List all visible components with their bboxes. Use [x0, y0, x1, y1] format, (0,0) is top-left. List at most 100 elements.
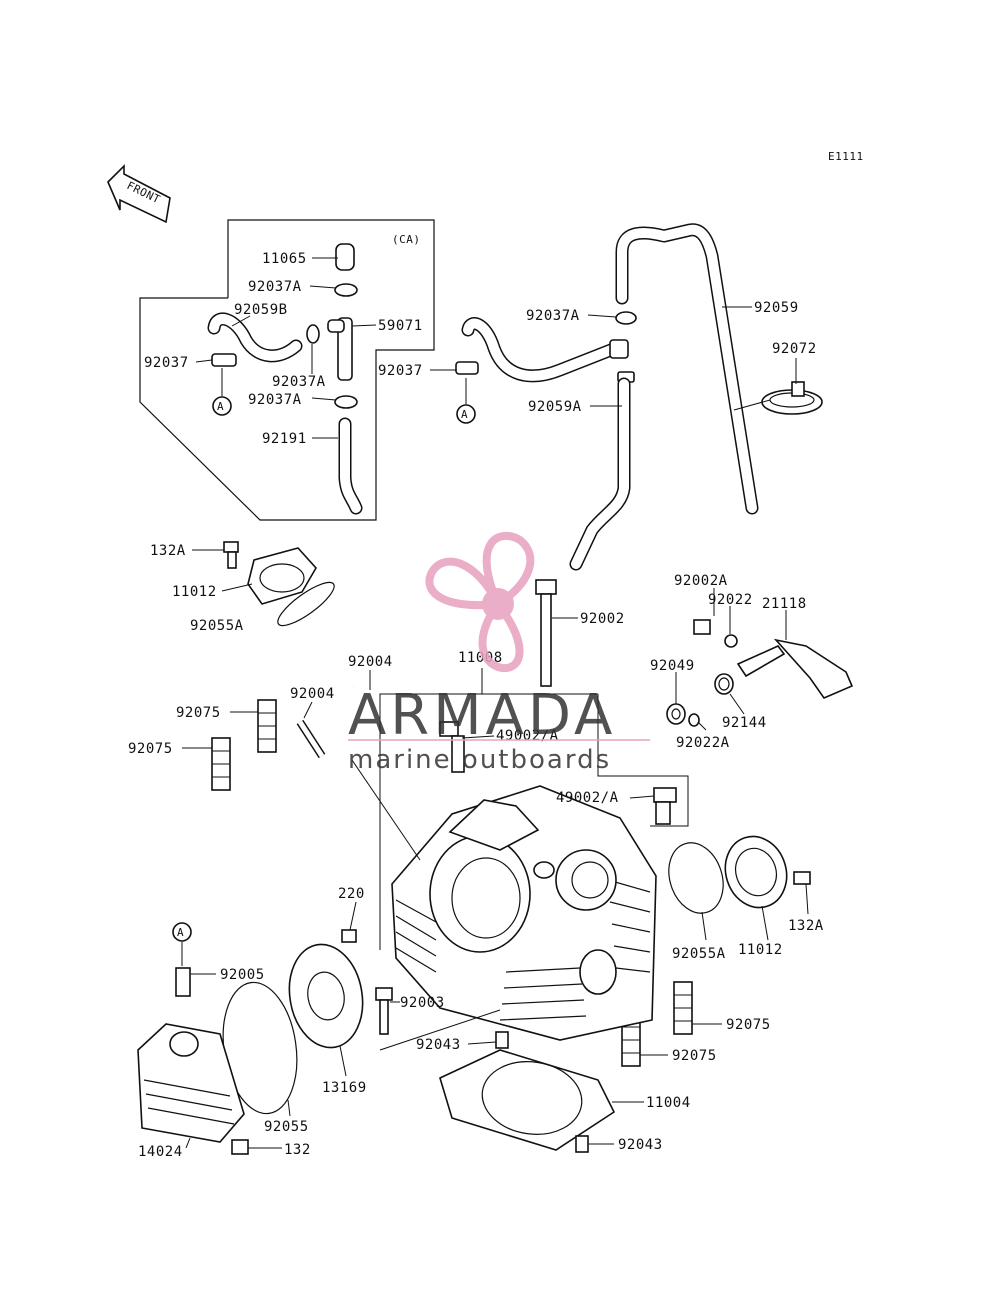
- label-11012-1: 11012: [172, 584, 217, 600]
- damper-92075-1: [257, 699, 277, 753]
- oring-92055a-lower: [668, 842, 724, 914]
- label-92055: 92055: [264, 1119, 309, 1135]
- label-132a-1: 132A: [150, 543, 186, 559]
- bolt-132a-upper: [223, 541, 239, 569]
- label-92049: 92049: [650, 658, 695, 674]
- label-59071: 59071: [378, 318, 423, 334]
- label-13169: 13169: [322, 1080, 367, 1096]
- svg-text:A: A: [217, 400, 224, 413]
- label-92037a-3: 92037A: [248, 392, 302, 408]
- stud-92004-lower: [296, 719, 326, 759]
- bolt-132a-lower: [793, 871, 811, 885]
- clamp-92037a-lower: [334, 395, 358, 409]
- label-92037-1: 92037: [144, 355, 189, 371]
- cover-11012-lower: [724, 835, 788, 909]
- stud-92004-upper: [352, 684, 390, 730]
- cap-11065: [335, 243, 355, 271]
- cover-11012-upper: [247, 547, 317, 605]
- label-11012-2: 11012: [738, 942, 783, 958]
- bolt-92002a: [693, 619, 711, 635]
- leader-lines: [182, 257, 809, 1149]
- label-92075-1: 92075: [176, 705, 221, 721]
- label-92005: 92005: [220, 967, 265, 983]
- washer-92022a: [688, 713, 700, 727]
- lever-21118: [736, 638, 854, 699]
- hose-92037-right: [461, 317, 623, 383]
- damper-92075-3: [673, 981, 693, 1035]
- label-92072: 92072: [772, 341, 817, 357]
- spring-92144: [714, 673, 734, 695]
- valve-guide-49002a-2: [653, 787, 677, 825]
- ca-kit-outline: [139, 219, 435, 521]
- watermark-tagline: marine outboards: [348, 745, 611, 775]
- bolt-92003: [375, 987, 393, 1035]
- plate-13169: [288, 943, 364, 1049]
- label-92002: 92002: [580, 611, 625, 627]
- plug-92005: [175, 967, 191, 997]
- label-92022: 92022: [708, 592, 753, 608]
- label-92043-1: 92043: [416, 1037, 461, 1053]
- propeller-logo-icon: [425, 531, 535, 673]
- label-14024: 14024: [138, 1144, 183, 1160]
- label-92075-4: 92075: [672, 1048, 717, 1064]
- leader-valve-frame: [597, 694, 689, 827]
- clamp-92037a-upper: [334, 283, 358, 297]
- label-92075-3: 92075: [726, 1017, 771, 1033]
- ref-circle-a-1: A: [212, 368, 232, 416]
- label-92037a-2: 92037A: [272, 374, 326, 390]
- band-92072: [761, 381, 823, 415]
- cover-14024: [137, 1023, 245, 1143]
- cylinder-head-11008: [391, 785, 657, 1041]
- label-92003: 92003: [400, 995, 445, 1011]
- ref-circle-a-3: A: [172, 922, 192, 966]
- hose-92059b: [207, 312, 303, 363]
- ref-circle-a-2: A: [456, 378, 476, 424]
- damper-92075-2: [211, 737, 231, 791]
- label-92037a-4: 92037A: [526, 308, 580, 324]
- clamp-92037a-mid: [306, 324, 320, 344]
- svg-text:A: A: [461, 408, 468, 421]
- joint-tee: [609, 339, 635, 383]
- hose-92059a: [569, 377, 631, 571]
- label-92144: 92144: [722, 715, 767, 731]
- label-92037-2: 92037: [378, 363, 423, 379]
- clamp-92037-right: [455, 361, 479, 375]
- clamp-92037a-right: [615, 311, 637, 325]
- dowel-92043-lower: [575, 1135, 589, 1153]
- washer-92022: [724, 634, 738, 648]
- fitting-59071: [327, 317, 353, 381]
- label-92004-2: 92004: [290, 686, 335, 702]
- label-132: 132: [284, 1142, 311, 1158]
- label-21118: 21118: [762, 596, 807, 612]
- leader-11008-frame: [379, 693, 598, 950]
- gasket-11004: [439, 1049, 616, 1151]
- label-92043-2: 92043: [618, 1137, 663, 1153]
- bolt-92002: [535, 579, 557, 687]
- label-92004-1: 92004: [348, 654, 393, 670]
- label-92075-2: 92075: [128, 741, 173, 757]
- label-92059b: 92059B: [234, 302, 288, 318]
- front-arrow-icon: FRONT: [107, 164, 171, 224]
- ca-label: (CA): [392, 233, 421, 246]
- label-11065: 11065: [262, 251, 307, 267]
- svg-text:A: A: [177, 926, 184, 939]
- label-92022a: 92022A: [676, 735, 730, 751]
- label-92055a-1: 92055A: [190, 618, 244, 634]
- diagram-code: E1111: [828, 150, 864, 163]
- label-220: 220: [338, 886, 365, 902]
- label-92037a-1: 92037A: [248, 279, 302, 295]
- bolt-132: [231, 1139, 249, 1155]
- hose-92191: [338, 417, 363, 515]
- clamp-92037-left: [211, 353, 237, 367]
- label-132a-2: 132A: [788, 918, 824, 934]
- label-92191: 92191: [262, 431, 307, 447]
- hose-92059: [615, 223, 759, 515]
- label-92059a: 92059A: [528, 399, 582, 415]
- bolt-220: [341, 929, 357, 943]
- label-92059: 92059: [754, 300, 799, 316]
- valve-guide-49002a-1: [439, 721, 465, 773]
- dowel-92043-upper: [495, 1031, 509, 1049]
- label-11004: 11004: [646, 1095, 691, 1111]
- watermark-brand: ARMADA: [348, 683, 616, 748]
